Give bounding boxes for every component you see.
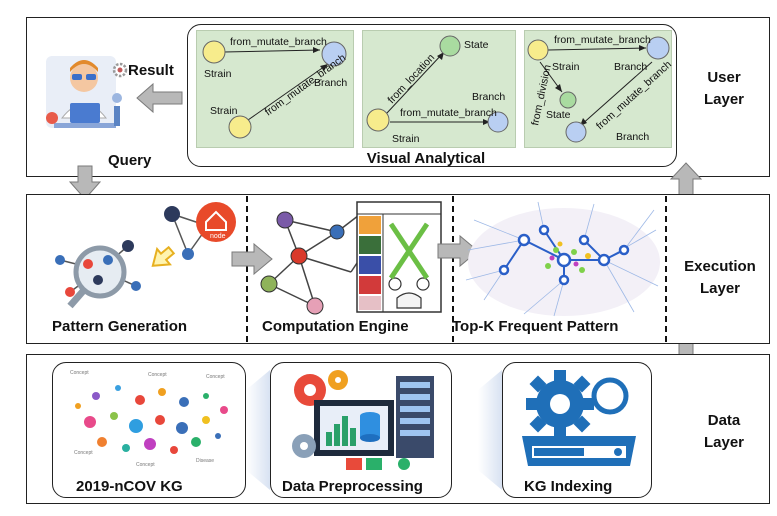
pattern-graph-3-svg: from_mutate_branch Strain Branch State B… [527, 34, 674, 143]
svg-text:Branch: Branch [472, 91, 505, 103]
connector-gradient-2 [478, 370, 502, 490]
pattern-generation-label: Pattern Generation [52, 318, 188, 335]
computation-engine-illustration [260, 201, 442, 315]
svg-text:Strain: Strain [552, 61, 580, 73]
analyst-illustration [46, 56, 122, 128]
preprocessing-illustration [292, 370, 434, 470]
svg-text:Concept: Concept [74, 450, 93, 456]
svg-text:Concept: Concept [136, 462, 155, 468]
svg-text:State: State [464, 39, 489, 51]
svg-text:Branch: Branch [314, 77, 347, 89]
branch-node-bottom [565, 121, 587, 143]
result-arrow [136, 82, 183, 114]
pattern-graph-2-svg: State Branch Strain from_mutate_branch f… [366, 35, 509, 145]
svg-text:Strain: Strain [210, 105, 238, 117]
indexing-gear-icon [522, 370, 636, 466]
gear-icon [112, 62, 128, 78]
preprocessing-label: Data Preprocessing [282, 478, 423, 495]
pattern-generation-illustration: node [55, 202, 236, 309]
kg-label: 2019-nCOV KG [76, 478, 183, 495]
branch-node-top [646, 36, 670, 60]
svg-text:State: State [546, 109, 571, 121]
topk-label: Top-K Frequent Pattern [452, 318, 619, 335]
svg-text:Disease: Disease [196, 458, 214, 464]
svg-text:from_mutate_branch: from_mutate_branch [400, 107, 497, 119]
divider-1 [246, 196, 248, 342]
svg-text:Concept: Concept [206, 374, 225, 380]
execution-layer-label: Execution Layer [684, 258, 756, 297]
svg-text:node: node [210, 233, 226, 240]
kg-panel [52, 362, 246, 498]
connector-gradient-1 [246, 370, 270, 490]
node-badge [196, 202, 236, 242]
svg-text:from_mutate_branch: from_mutate_branch [230, 36, 327, 48]
query-down-arrow [68, 165, 102, 200]
svg-text:from_location: from_location [385, 52, 437, 106]
svg-text:Strain: Strain [392, 133, 420, 145]
state-node [559, 91, 577, 109]
result-label: Result [128, 62, 174, 79]
up-arrow-to-user [669, 162, 703, 196]
divider-2 [452, 196, 454, 342]
strain-node-bottom [228, 115, 252, 139]
arrow-to-engine [231, 242, 273, 276]
svg-text:Branch: Branch [614, 61, 647, 73]
query-label: Query [108, 152, 152, 169]
computation-engine-label: Computation Engine [262, 318, 409, 335]
strain-node-top [202, 40, 226, 64]
pattern-graph-1-svg: from_mutate_branch Strain Branch Strain … [202, 36, 348, 139]
state-node [439, 35, 461, 57]
user-layer-label: User Layer [703, 69, 745, 108]
divider-3 [665, 196, 667, 342]
indexing-label: KG Indexing [524, 478, 613, 495]
branch-node [487, 111, 509, 133]
svg-text:Concept: Concept [148, 372, 167, 378]
data-layer-label: Data Layer [703, 412, 745, 451]
svg-text:Strain: Strain [204, 68, 232, 80]
svg-text:Branch: Branch [616, 131, 649, 143]
branch-node [321, 41, 347, 67]
strain-node [366, 108, 390, 132]
svg-text:Concept: Concept [70, 370, 89, 376]
topk-network-illustration [465, 201, 660, 317]
strain-node [527, 39, 549, 61]
visual-analytical-title: Visual Analytical [366, 150, 486, 167]
svg-text:from_mutate_branch: from_mutate_branch [554, 34, 651, 46]
